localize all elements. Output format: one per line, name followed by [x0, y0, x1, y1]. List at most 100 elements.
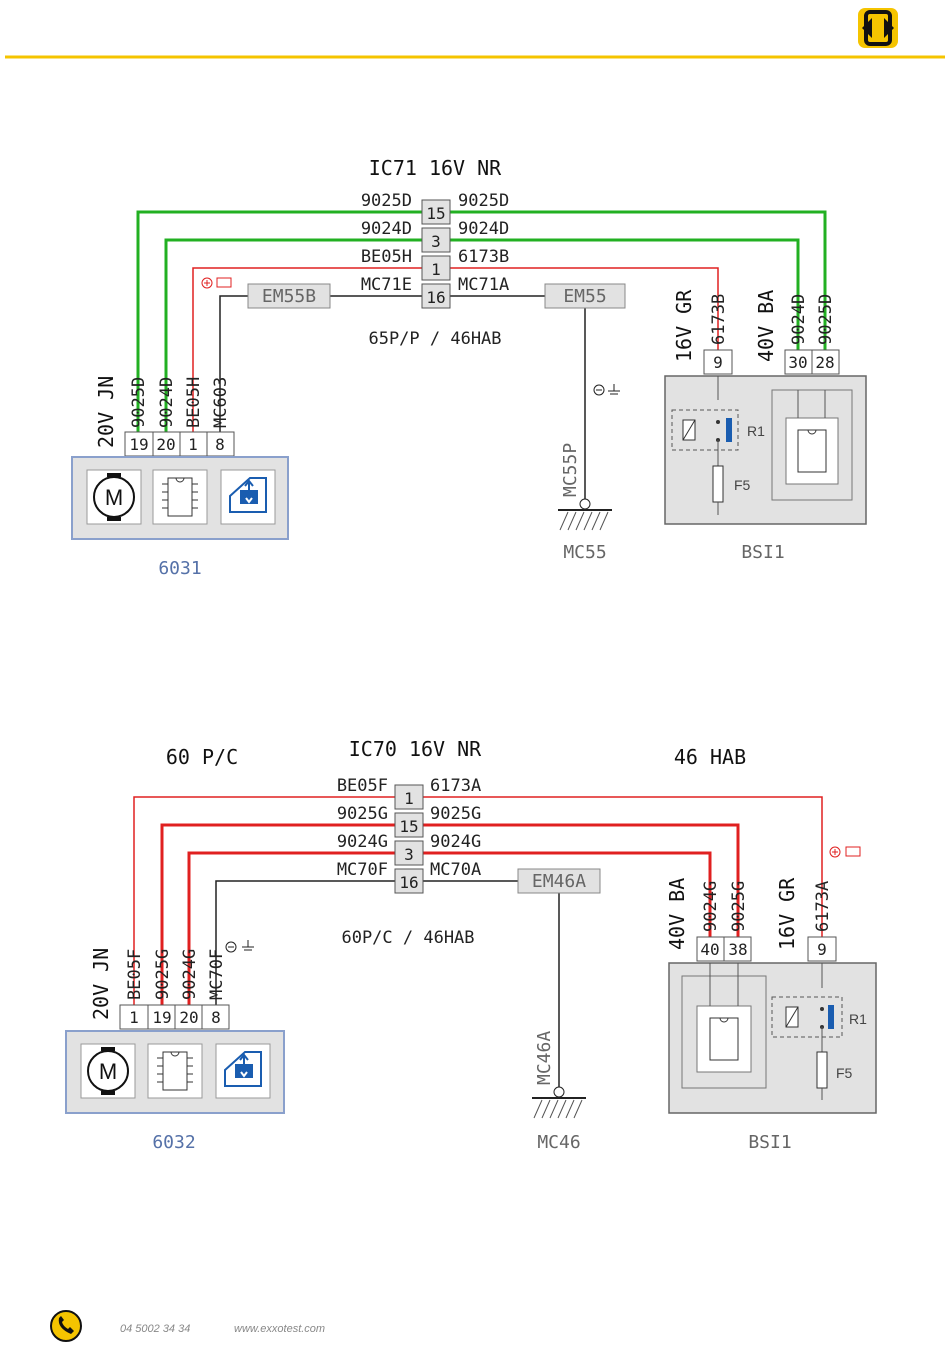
fuse-label: F5 [734, 477, 751, 493]
ecu-chip-icon [152, 469, 208, 525]
wire-9025g-right [423, 823, 740, 937]
pin-label: 8 [211, 1008, 221, 1027]
bsi-wire-label: 9025G [729, 881, 749, 932]
splice-label: EM55B [262, 286, 316, 307]
connector-label: 20V JN [89, 948, 113, 1020]
conn-right-label: 9024D [458, 219, 509, 239]
wire-6173b [450, 267, 719, 350]
bsi-connector-label: 40V BA [665, 878, 689, 950]
module-6031-connector-labels: 20V JN 9025D 9024D BE05H MC603 [94, 376, 231, 448]
wire-9025d-right [450, 210, 827, 350]
connector-label: 20V JN [94, 376, 118, 448]
wire-label: BE05F [125, 949, 145, 1000]
conn-pin: 3 [431, 232, 441, 251]
pin-label: 9 [817, 940, 827, 959]
exxotest-logo-icon [858, 8, 898, 48]
splice-em55b [247, 283, 331, 309]
conn-left-label: 9025D [361, 191, 412, 211]
conn-left-label: MC70F [337, 860, 388, 880]
svg-text:M: M [105, 485, 123, 510]
bsi1-name: BSI1 [741, 542, 784, 563]
bsi1-pins: 9 30 28 [703, 349, 840, 375]
conn-right-label: MC70A [430, 860, 481, 880]
ground-mc46 [532, 1086, 586, 1119]
module-6032: M [65, 1030, 285, 1114]
module-6032-name: 6032 [152, 1132, 195, 1153]
pin-label: 38 [728, 940, 747, 959]
conn-pin: 15 [399, 817, 418, 836]
bsi-wire-label: 9025D [816, 294, 836, 345]
diagram1-title: IC71 16V NR [369, 156, 502, 180]
wire-9024g-right [423, 851, 712, 937]
ground-name: MC55 [563, 542, 606, 563]
relay-label: R1 [849, 1011, 867, 1027]
module-6032-pins: 1 19 20 8 [119, 1004, 230, 1030]
wire-label: 9025G [153, 949, 173, 1000]
bsi1-module: R1 F5 [668, 962, 877, 1114]
pin-label: 19 [129, 435, 148, 454]
bsi-wire-label: 6173A [813, 881, 833, 932]
pin-label: 19 [152, 1008, 171, 1027]
wire-9025g-left [160, 823, 395, 1005]
module-6031-name: 6031 [158, 558, 201, 579]
pin-label: 20 [156, 435, 175, 454]
footer-website[interactable]: www.exxotest.com [234, 1323, 325, 1335]
wire-9025d-left [136, 210, 422, 432]
bsi-connector-label: 40V BA [754, 290, 778, 362]
pin-label: 9 [713, 353, 723, 372]
bsi-connector-label: 16V GR [775, 877, 799, 950]
splice-label: EM55 [563, 286, 606, 307]
inline-connector-ic71: 15 3 1 16 [421, 199, 451, 309]
conn-right-label: 6173B [458, 247, 509, 267]
conn-left-label: BE05F [337, 776, 388, 796]
module-6031-pins: 19 20 1 8 [124, 431, 235, 457]
pin-label: 1 [188, 435, 198, 454]
splice-em46a [517, 868, 601, 894]
inline-connector-ic70: 1 15 3 16 [394, 784, 424, 894]
conn-left-label: 9024G [337, 832, 388, 852]
bsi-wire-label: 9024D [789, 294, 809, 345]
diagram2-right-header: 46 HAB [674, 745, 746, 769]
battery-positive-icon [201, 277, 232, 289]
ground-wire-label: MC46A [534, 1031, 555, 1085]
wire-mc603 [219, 295, 248, 432]
conn-right-label: 9024G [430, 832, 481, 852]
motor-icon: M [86, 469, 142, 525]
fuse-f5 [712, 465, 724, 503]
pin-label: 28 [815, 353, 834, 372]
conn-pin: 1 [404, 789, 414, 808]
conn-pin: 16 [399, 873, 418, 892]
conn-left-label: MC71E [361, 275, 412, 295]
wire-label: 9024G [180, 949, 200, 1000]
conn-left-label: 9025G [337, 804, 388, 824]
wire-be05f [133, 796, 395, 1005]
pin-label: 1 [129, 1008, 139, 1027]
ground-mc55 [558, 498, 612, 531]
ground-wire-label: MC55P [560, 443, 581, 497]
diagram-1: IC71 16V NR 9025D 9024D BE05H MC71E 9025… [71, 156, 867, 579]
bsi-wire-label: 6173B [709, 294, 729, 345]
wire-label: MC603 [211, 377, 231, 428]
wire-label: BE05H [184, 377, 204, 428]
splice-em55 [544, 283, 626, 309]
wire-9024d-right [450, 238, 800, 350]
relay-r1 [771, 996, 843, 1038]
conn-pin: 15 [426, 204, 445, 223]
ecu-chip-icon [147, 1043, 203, 1099]
conn-pin: 16 [426, 288, 445, 307]
window-lift-icon [220, 469, 276, 525]
conn-pin: 3 [404, 845, 414, 864]
ground-name: MC46 [537, 1132, 580, 1153]
pin-label: 20 [179, 1008, 198, 1027]
bsi-wire-label: 9024G [701, 881, 721, 932]
module-6031: M [71, 456, 289, 540]
wire-label: 9025D [129, 377, 149, 428]
wire-be05h [192, 267, 422, 432]
wire-mc70f [215, 880, 395, 1005]
diagram2-title: IC70 16V NR [349, 737, 482, 761]
svg-text:M: M [99, 1059, 117, 1084]
relay-r1 [671, 409, 739, 451]
bsi1-pins: 40 38 9 [696, 936, 837, 962]
conn-right-label: 9025D [458, 191, 509, 211]
